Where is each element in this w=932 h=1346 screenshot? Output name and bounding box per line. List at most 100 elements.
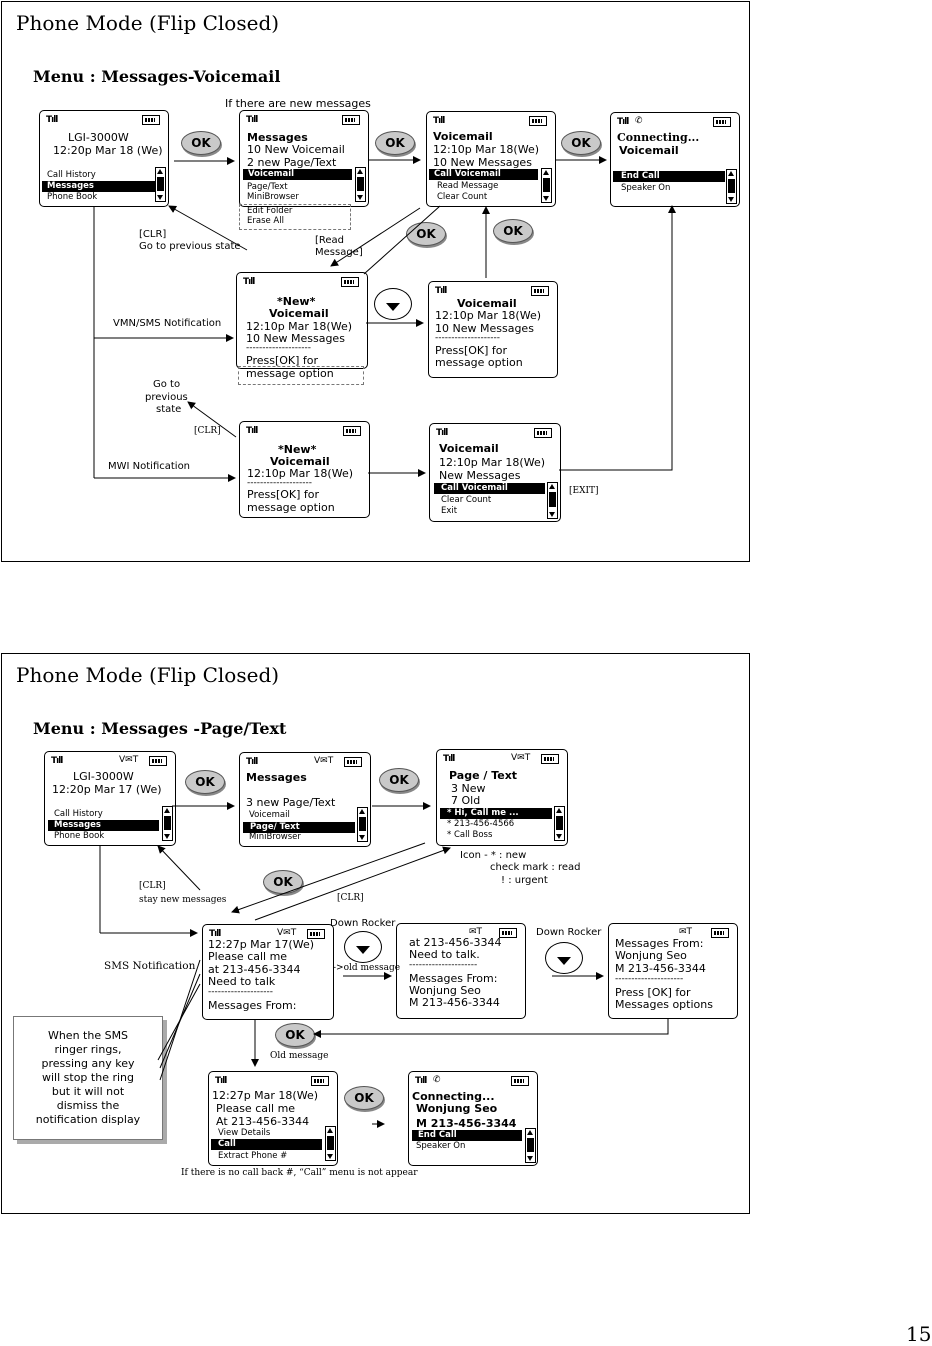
screen-line: Press[OK] for (246, 354, 319, 367)
screen-line: Need to talk. (409, 948, 480, 961)
screen-title: *New* (278, 443, 317, 456)
menu-item-selected[interactable]: Voicemail (243, 169, 352, 180)
down-rocker-icon[interactable] (344, 931, 382, 963)
battery-icon (534, 428, 552, 438)
separator: -------------------- (435, 333, 500, 343)
menu-item[interactable]: View Details (218, 1128, 271, 1138)
menu-item[interactable]: Voicemail (249, 810, 290, 820)
battery-icon (713, 117, 731, 127)
clr-label-desc: Go to previous state (139, 241, 241, 252)
scrollbar[interactable] (325, 1126, 336, 1161)
menu-item-selected[interactable]: Messages (48, 820, 159, 831)
menu-item[interactable]: * 213-456-4566 (447, 819, 515, 829)
menu-item[interactable]: Call History (47, 170, 96, 180)
menu-item[interactable]: * Call Boss (447, 830, 493, 840)
screen-line: Messages options (615, 998, 713, 1011)
screen-line: 10 New Messages (246, 332, 345, 345)
menu-item[interactable]: Speaker On (621, 183, 671, 193)
battery-icon (541, 754, 559, 764)
sms-notification-label: SMS Notification (104, 960, 196, 972)
voicemail-icon: ✉T (469, 927, 483, 937)
down-rocker-icon[interactable] (545, 942, 583, 974)
ok-button[interactable]: OK (375, 131, 415, 155)
menu-item[interactable]: Phone Book (54, 831, 105, 841)
ok-button[interactable]: OK (275, 1023, 315, 1047)
screen-line: Messages From: (409, 972, 498, 985)
scrollbar[interactable] (726, 169, 737, 204)
menu-item[interactable]: Phone Book (47, 192, 98, 202)
screen-line: 12:10p Mar 18(We) (439, 456, 546, 469)
screen-title: Voicemail (433, 130, 493, 143)
menu-item-selected[interactable]: * Hi, Call me ... (440, 808, 552, 819)
screen-line: New Messages (439, 469, 521, 482)
menu-item-selected[interactable]: Call (211, 1139, 322, 1150)
old-message-label: Old message (270, 1051, 329, 1061)
scrollbar[interactable] (525, 1128, 536, 1163)
menu-item-selected[interactable]: Call Voicemail (434, 483, 545, 494)
scrollbar[interactable] (547, 482, 558, 519)
menu-item[interactable]: Clear Count (441, 495, 492, 505)
screen-voicemail-info: Tıll Voicemail 12:10p Mar 18(We) 10 New … (428, 281, 558, 378)
menu-item[interactable]: Page/Text (247, 182, 288, 192)
voicemail-icon: V✉T (119, 755, 139, 765)
menu-item[interactable]: Speaker On (416, 1141, 466, 1151)
old-message-label: ->old message (333, 963, 401, 973)
screen-title: Messages (246, 771, 307, 784)
menu-item-selected[interactable]: End Call (613, 171, 725, 182)
menu-item-selected[interactable]: Messages (42, 181, 155, 192)
screen-title: Page / Text (449, 769, 518, 782)
menu-item[interactable]: MiniBrowser (247, 192, 299, 202)
ok-button[interactable]: OK (561, 131, 601, 155)
scrollbar[interactable] (162, 806, 173, 841)
menu-item[interactable]: Read Message (437, 181, 499, 191)
scrollbar[interactable] (541, 168, 552, 203)
icon-legend: check mark : read (490, 862, 581, 873)
note-line: notification display (35, 1113, 141, 1126)
screen-line: at 213-456-3344 (208, 963, 301, 976)
extra-options-box: Edit Folder Erase All (239, 204, 351, 230)
ok-button[interactable]: OK (493, 219, 533, 243)
scrollbar[interactable] (355, 167, 366, 202)
ok-button[interactable]: OK (185, 770, 225, 794)
menu-item[interactable]: Clear Count (437, 192, 488, 202)
arrow (313, 1019, 669, 1038)
clr-label: [CLR] (337, 893, 364, 903)
ok-button[interactable]: OK (406, 222, 446, 246)
separator: --------------------- (615, 974, 684, 984)
phone-time: 12:20p Mar 18 (We) (53, 144, 163, 157)
signal-icon: Tıll (415, 1076, 427, 1086)
menu-item[interactable]: Exit (441, 506, 458, 516)
signal-icon: Tıll (436, 428, 448, 438)
menu-item[interactable]: MiniBrowser (249, 832, 301, 842)
mwi-notification-label: MWI Notification (108, 461, 191, 472)
screen-line: At 213-456-3344 (216, 1115, 310, 1128)
ok-button[interactable]: OK (344, 1086, 384, 1110)
read-message-label: [Read (315, 235, 345, 246)
menu-item[interactable]: Edit Folder (247, 206, 293, 216)
menu-item-selected[interactable]: End Call (412, 1130, 522, 1141)
arrow (330, 207, 421, 267)
screen-title: *New* (277, 295, 316, 308)
arrow (231, 842, 426, 914)
menu-item[interactable]: Extract Phone # (218, 1151, 288, 1161)
signal-icon: Tıll (246, 426, 258, 436)
ok-button[interactable]: OK (181, 131, 221, 155)
scrollbar[interactable] (155, 167, 166, 202)
menu-item[interactable]: Call History (54, 809, 103, 819)
screen-line: 12:27p Mar 18(We) (212, 1089, 319, 1102)
ok-button[interactable]: OK (379, 768, 419, 792)
menu-item-selected[interactable]: Call Voicemail (429, 169, 538, 180)
down-rocker-icon[interactable] (374, 288, 412, 320)
screen-line: Messages From: (208, 999, 297, 1012)
clr-label: [CLR] (139, 881, 166, 891)
separator: -------------------- (247, 478, 312, 488)
scrollbar[interactable] (554, 806, 565, 841)
screen-line: 3 New (451, 782, 486, 795)
menu-item[interactable]: Erase All (247, 216, 284, 226)
screen-line: 10 New Messages (435, 322, 534, 335)
overflow-box: message option (238, 366, 364, 385)
screen-voicemail-menu: Tıll Voicemail 12:10p Mar 18(We) 10 New … (426, 111, 556, 207)
menu-item-selected[interactable]: Page/ Text (243, 822, 355, 833)
battery-icon (342, 115, 360, 125)
scrollbar[interactable] (357, 807, 368, 842)
